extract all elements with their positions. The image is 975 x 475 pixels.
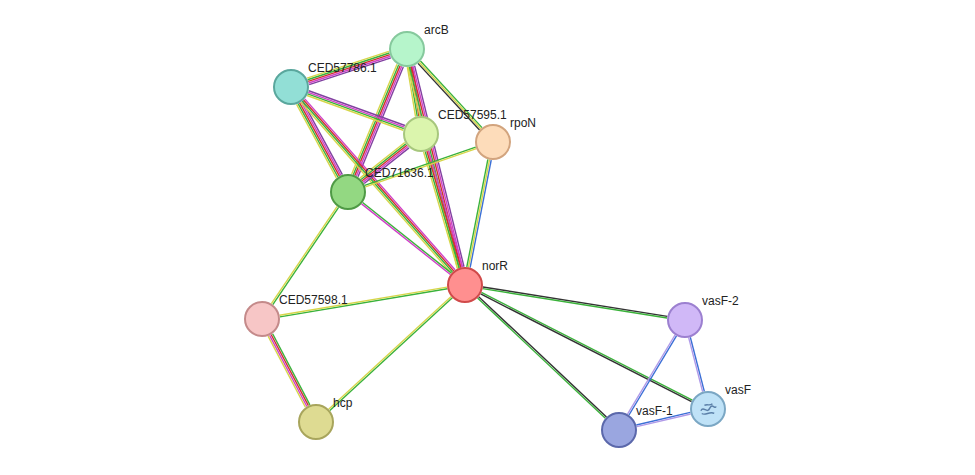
interaction-edge xyxy=(271,206,338,304)
interaction-edge xyxy=(481,292,693,401)
node-label: hcp xyxy=(333,396,352,410)
protein-node: vasF-1 xyxy=(601,412,637,448)
interaction-edge xyxy=(280,287,448,317)
protein-node: CED57595.1 xyxy=(403,116,439,152)
interaction-edge xyxy=(307,91,405,131)
protein-node: vasF xyxy=(690,391,726,427)
node-label: CED57595.1 xyxy=(438,108,507,122)
protein-node: rpoN xyxy=(475,124,511,160)
interaction-edge xyxy=(362,203,452,275)
interaction-edge xyxy=(301,99,455,273)
interaction-edge xyxy=(478,297,607,419)
node-label: rpoN xyxy=(510,116,536,130)
interaction-edge xyxy=(628,335,677,415)
protein-node: hcp xyxy=(298,404,334,440)
interaction-edge xyxy=(307,51,391,84)
protein-node: norR xyxy=(447,267,483,303)
node-label: CED71636.1 xyxy=(365,166,434,180)
node-label: vasF-1 xyxy=(636,404,673,418)
interaction-edge xyxy=(689,337,705,392)
node-label: vasF xyxy=(725,383,751,397)
structure-icon xyxy=(692,393,724,425)
node-label: CED57786.1 xyxy=(308,61,377,75)
interaction-edge xyxy=(329,297,453,411)
interaction-edge xyxy=(483,287,668,318)
node-label: vasF-2 xyxy=(702,294,739,308)
protein-node: CED57786.1 xyxy=(273,69,309,105)
protein-node: CED71636.1 xyxy=(330,174,366,210)
node-label: CED57598.1 xyxy=(279,293,348,307)
interaction-edge xyxy=(365,147,477,187)
node-label: arcB xyxy=(424,23,449,37)
node-label: norR xyxy=(482,259,508,273)
protein-node: arcB xyxy=(389,31,425,67)
interaction-edge xyxy=(268,334,310,407)
interaction-edge xyxy=(467,159,491,267)
protein-node: vasF-2 xyxy=(667,302,703,338)
protein-node: CED57598.1 xyxy=(244,301,280,337)
